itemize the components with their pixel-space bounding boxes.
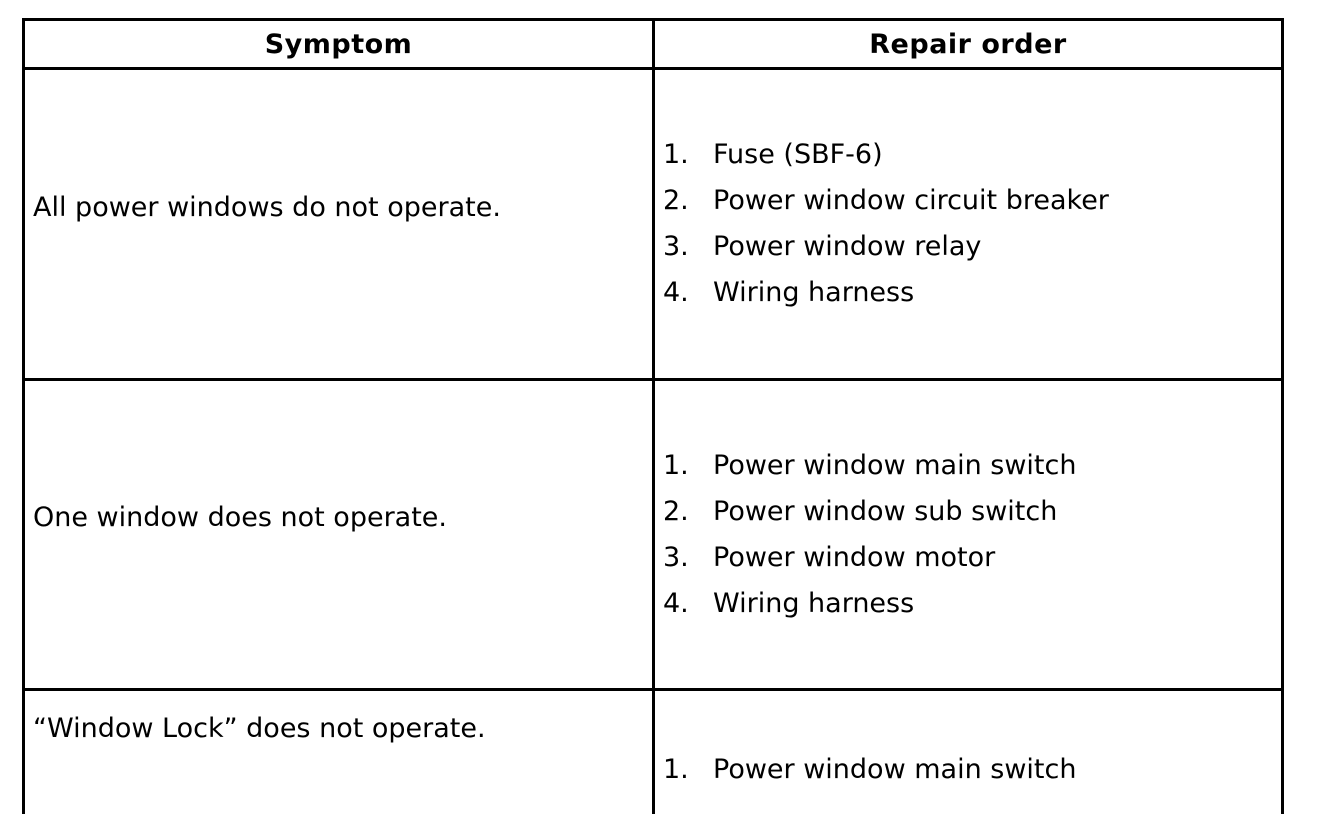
repair-item-label: Power window relay [713, 231, 982, 262]
repair-item-label: Wiring harness [713, 277, 915, 308]
symptom-text: All power windows do not operate. [33, 191, 501, 223]
table-header-row: Symptom Repair order [22, 18, 1284, 70]
column-header-symptom: Symptom [22, 18, 655, 70]
repair-item-number: 2. [663, 185, 689, 216]
repair-item-number: 1. [663, 139, 689, 170]
symptom-repair-table: Symptom Repair order All power windows d… [22, 18, 1284, 814]
repair-item-number: 3. [663, 231, 689, 262]
repair-item-number: 2. [663, 495, 689, 527]
symptom-text: “Window Lock” does not operate. [33, 713, 486, 744]
table-row: One window does not operate. 1. Power wi… [22, 378, 1284, 691]
repair-item-label: Fuse (SBF-6) [713, 139, 883, 170]
repair-order-cell: 1. Power window main switch [652, 688, 1284, 814]
repair-item: 4. Wiring harness [663, 270, 1280, 316]
repair-item-number: 1. [663, 753, 689, 785]
repair-item: 2. Power window sub switch [663, 489, 1280, 535]
repair-item: 2. Power window circuit breaker [663, 178, 1280, 224]
table-row: All power windows do not operate. 1. Fus… [22, 67, 1284, 381]
repair-item: 1. Power window main switch [663, 443, 1280, 489]
repair-item-label: Power window main switch [713, 449, 1077, 481]
repair-item-label: Power window sub switch [713, 495, 1058, 527]
repair-item: 1. Fuse (SBF-6) [663, 132, 1280, 178]
symptom-text: One window does not operate. [33, 502, 447, 533]
table-row: “Window Lock” does not operate. 1. Power… [22, 688, 1284, 814]
repair-item: 3. Power window motor [663, 535, 1280, 581]
repair-item-number: 4. [663, 277, 689, 308]
repair-item-number: 3. [663, 541, 689, 573]
symptom-cell: “Window Lock” does not operate. [22, 688, 655, 814]
symptom-cell: One window does not operate. [22, 378, 655, 691]
column-header-repair-order: Repair order [652, 18, 1284, 70]
repair-item-label: Wiring harness [713, 587, 915, 619]
repair-order-cell: 1. Power window main switch 2. Power win… [652, 378, 1284, 691]
repair-item: 3. Power window relay [663, 224, 1280, 270]
repair-item-number: 4. [663, 587, 689, 619]
repair-item: 4. Wiring harness [663, 581, 1280, 627]
repair-order-cell: 1. Fuse (SBF-6) 2. Power window circuit … [652, 67, 1284, 381]
repair-item: 1. Power window main switch [663, 747, 1280, 793]
repair-item-label: Power window circuit breaker [713, 185, 1109, 216]
repair-item-label: Power window main switch [713, 753, 1077, 785]
repair-item-number: 1. [663, 449, 689, 481]
repair-item-label: Power window motor [713, 541, 996, 573]
symptom-cell: All power windows do not operate. [22, 67, 655, 381]
